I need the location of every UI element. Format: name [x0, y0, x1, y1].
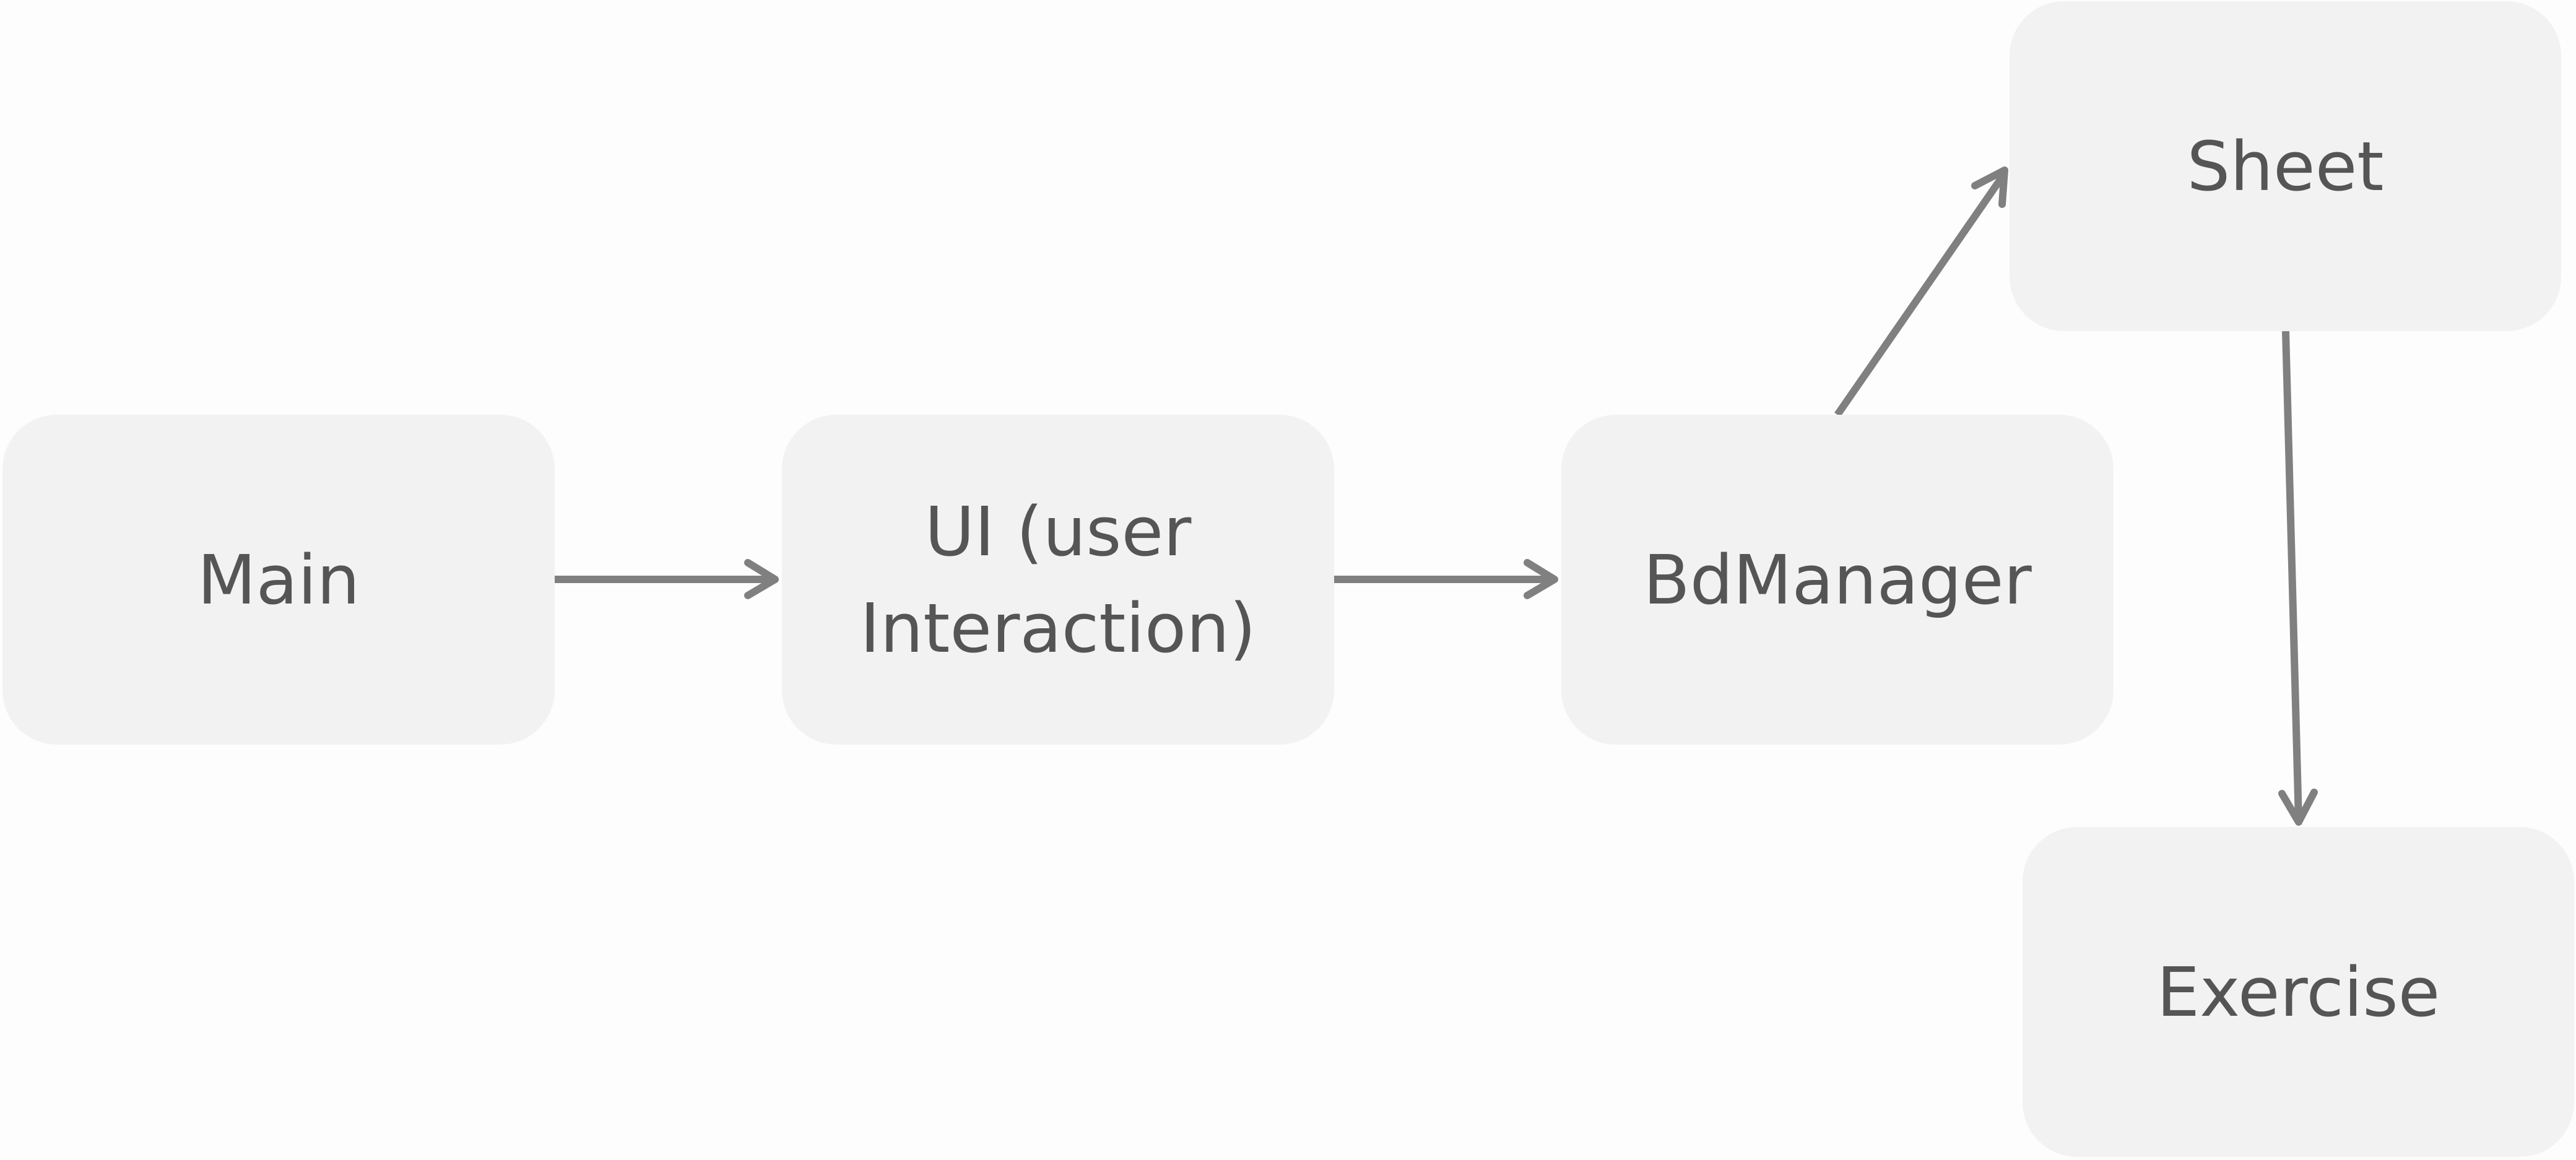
node-bdmanager: BdManager	[1561, 415, 2114, 745]
node-label-main: Main	[197, 540, 360, 620]
node-label-exercise: Exercise	[2156, 952, 2440, 1032]
edge-ui-to-bdmanager	[1334, 559, 1558, 599]
arrowhead-icon	[2278, 789, 2318, 826]
node-main: Main	[2, 415, 555, 745]
node-sheet: Sheet	[2010, 1, 2561, 331]
edge-main-to-ui	[555, 559, 779, 599]
node-ui: UI (user Interaction)	[782, 415, 1334, 745]
arrowhead-icon	[744, 559, 779, 599]
edge-bdmanager-to-sheet	[1834, 167, 2008, 417]
arrowhead-icon	[1524, 559, 1558, 599]
node-exercise: Exercise	[2023, 827, 2574, 1157]
arrowhead-icon	[1971, 167, 2008, 208]
node-label-bdmanager: BdManager	[1643, 540, 2032, 620]
node-label-ui: UI (user Interaction)	[860, 491, 1256, 668]
edge-sheet-to-exercise	[2278, 331, 2318, 826]
node-label-sheet: Sheet	[2187, 126, 2384, 206]
